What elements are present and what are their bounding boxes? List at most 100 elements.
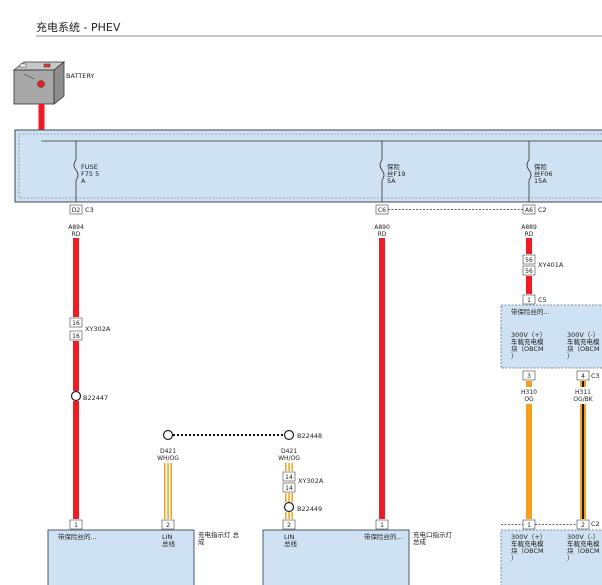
wire-a894-upper bbox=[73, 238, 79, 317]
module-left-side-l2: 成 bbox=[198, 537, 205, 546]
obcm-top-col2-l2: 车载充电模 bbox=[567, 337, 600, 346]
fuse-3 bbox=[526, 141, 532, 202]
connector-c5-pin-label: 1 bbox=[527, 297, 531, 304]
battery-label: BATTERY bbox=[66, 72, 94, 80]
wire-h311-stub-stripe bbox=[582, 381, 584, 387]
obcm-bottom-pin2-label: 2 bbox=[581, 522, 585, 529]
wire-d421-left-circuit: D421 bbox=[160, 448, 176, 455]
connector-c2-top-pin bbox=[522, 204, 536, 215]
module-left-label1: 带保险丝的... bbox=[58, 532, 97, 541]
obcm-bottom-col1-l4: ） bbox=[511, 554, 518, 562]
connector-c2-top-name: C2 bbox=[538, 206, 547, 214]
fuse-box bbox=[14, 129, 602, 203]
xy401a-pin-b bbox=[522, 265, 536, 276]
splice-b22448-label: B22448 bbox=[297, 432, 322, 440]
xy302a-mid-pin-b-label: 14 bbox=[285, 485, 293, 492]
fuse-box-inner bbox=[18, 133, 602, 199]
connector-c5-name: C5 bbox=[538, 296, 547, 304]
wire-a894-mid bbox=[73, 341, 79, 391]
obcm-pin4-name: C3 bbox=[591, 372, 600, 380]
obcm-bottom-pin2 bbox=[576, 519, 590, 530]
fuse-2 bbox=[379, 141, 385, 202]
obcm-top-col1-l4: ） bbox=[511, 352, 518, 360]
wire-d421-mid-bottom bbox=[285, 512, 293, 519]
xy302a-mid-pin-b bbox=[282, 482, 296, 493]
obcm-bottom-col1-l3: 块（OBCM bbox=[511, 546, 544, 555]
fuse-1-label-l2: F75 5 bbox=[81, 170, 99, 178]
connector-c5-pin bbox=[522, 294, 536, 305]
xy302a-mid-pin-a bbox=[282, 471, 296, 482]
wire-a889-lower bbox=[526, 276, 532, 294]
wire-a890-circuit: A890 bbox=[374, 224, 390, 231]
connector-c2-top-pin-label: A6 bbox=[525, 207, 533, 214]
connector-c3-pin-label: D2 bbox=[72, 207, 81, 214]
xy302a-left-pin-a-label: 16 bbox=[72, 320, 80, 327]
xy401a-pin-b-label: 56 bbox=[525, 268, 533, 275]
module-left-pin2-label: 2 bbox=[166, 522, 170, 529]
module-left-label2-l1: LIN bbox=[162, 533, 173, 541]
obcm-pin4 bbox=[576, 370, 590, 381]
xy302a-left-pin-a bbox=[69, 317, 83, 328]
module-mid-label2-l1: LIN bbox=[284, 533, 295, 541]
wire-a889-upper bbox=[526, 238, 532, 254]
wire-d421-mid-circuit: D421 bbox=[281, 448, 297, 455]
xy302a-mid-name: XY302A bbox=[298, 477, 324, 485]
obcm-bottom-col2-l1: 300V（-） bbox=[567, 533, 599, 541]
wire-d421-left bbox=[164, 463, 172, 519]
splice-b22447 bbox=[70, 390, 82, 402]
module-left-label2-l2: 总线 bbox=[162, 539, 176, 548]
wire-a894-circuit: A894 bbox=[68, 224, 84, 231]
module-left bbox=[47, 529, 195, 585]
module-left-pin1 bbox=[69, 519, 83, 530]
fuse-3-label-l3: 15A bbox=[534, 177, 547, 185]
wire-a894-color: RD bbox=[72, 231, 81, 238]
battery-red-wire bbox=[38, 104, 45, 130]
splice-b22449 bbox=[283, 501, 295, 513]
xy401a-pin-a bbox=[522, 254, 536, 265]
wire-h311-color: OG/BK bbox=[573, 396, 594, 403]
wire-h310-circuit: H310 bbox=[521, 389, 537, 396]
obcm-bottom-module bbox=[500, 529, 602, 585]
obcm-top-col1-l3: 块（OBCM bbox=[511, 344, 544, 353]
wire-d421-mid-color: WH/OG bbox=[278, 455, 300, 462]
wire-h310 bbox=[526, 404, 532, 519]
module-mid-side-l2: 总成 bbox=[413, 537, 427, 546]
splice-b22449-label: B22449 bbox=[297, 505, 322, 513]
module-mid-side-l1: 充电口指示灯 bbox=[413, 530, 453, 539]
obcm-bottom-col2-l4: ） bbox=[567, 554, 574, 562]
battery-icon bbox=[12, 61, 66, 105]
fuse-2-label-l1: 保险 bbox=[387, 162, 401, 171]
wire-d421-mid-lower bbox=[285, 493, 293, 502]
module-mid-pin1 bbox=[375, 519, 389, 530]
wire-d421-mid-upper bbox=[285, 463, 293, 471]
xy302a-left-pin-b-label: 16 bbox=[72, 333, 80, 340]
obcm-bottom-name: C2 bbox=[591, 520, 600, 528]
obcm-pin3-label: 3 bbox=[527, 373, 531, 380]
fuse-1 bbox=[73, 141, 79, 202]
obcm-top-col2-l1: 300V（-） bbox=[567, 331, 599, 339]
page-title: 充电系统 - PHEV bbox=[36, 20, 121, 34]
xy401a-pin-a-label: 56 bbox=[525, 257, 533, 264]
module-mid bbox=[262, 529, 410, 585]
module-mid-pin1-label: 1 bbox=[380, 522, 384, 529]
wire-a894-lower bbox=[73, 401, 79, 519]
wire-h311-circuit: H311 bbox=[575, 389, 591, 396]
obcm-bottom-pin1-label: 1 bbox=[527, 522, 531, 529]
wire-d421-left-color: WH/OG bbox=[157, 455, 179, 462]
obcm-bottom-col1-l2: 车载充电模 bbox=[511, 539, 544, 548]
fuse-2-label-l2: 丝F19 bbox=[387, 169, 406, 178]
obcm-top-module bbox=[500, 304, 602, 369]
module-mid-pin2-label: 2 bbox=[287, 522, 291, 529]
module-mid-label1: 带保险丝的... bbox=[364, 532, 403, 541]
connector-c6-pin-label: C6 bbox=[378, 207, 386, 214]
obcm-bottom-col2-l2: 车载充电模 bbox=[567, 539, 600, 548]
splice-left-d421 bbox=[162, 429, 174, 441]
module-left-pin2 bbox=[161, 519, 175, 530]
fuse-2-label-l3: 5A bbox=[387, 177, 396, 185]
module-left-pin1-label: 1 bbox=[74, 522, 78, 529]
wire-a890-color: RD bbox=[378, 231, 387, 238]
wire-h310-color: OG bbox=[524, 396, 534, 403]
obcm-top-col2-l3: 块（OBCM bbox=[567, 344, 600, 353]
xy302a-left-name: XY302A bbox=[85, 325, 111, 333]
